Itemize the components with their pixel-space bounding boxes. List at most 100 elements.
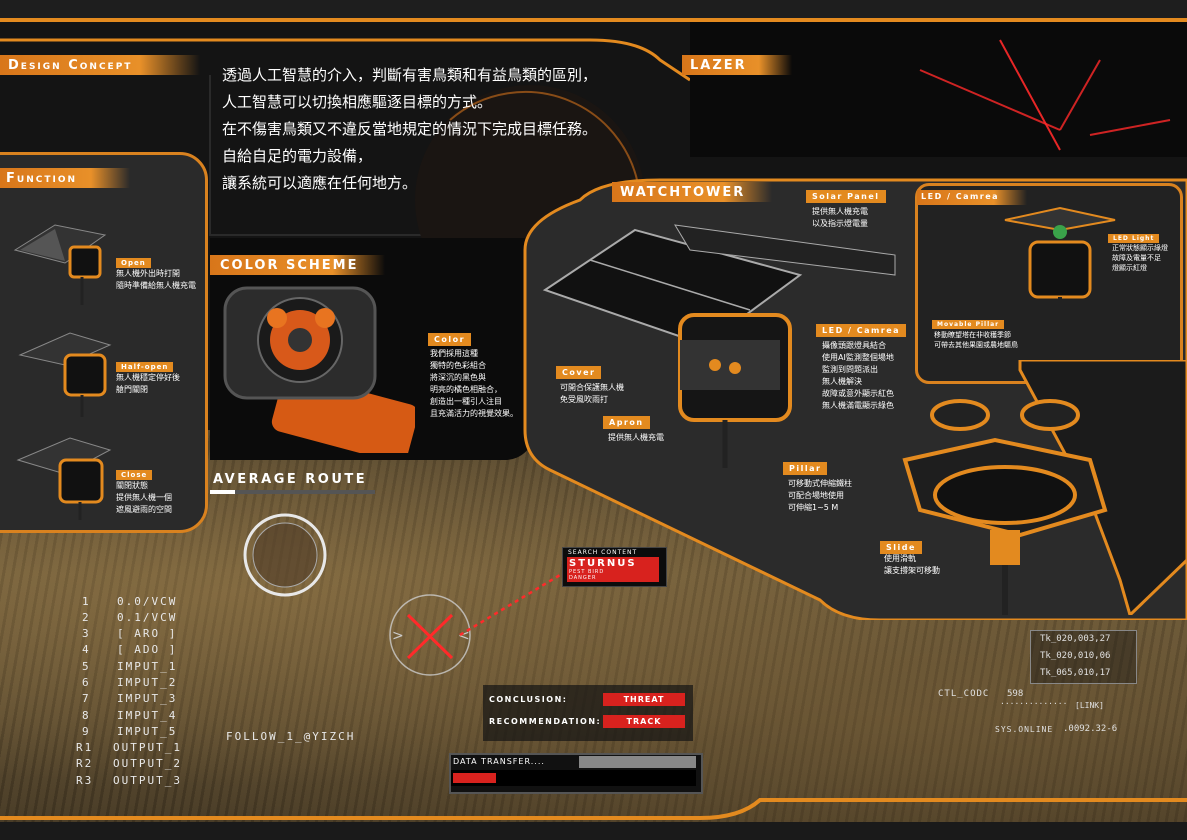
track-button[interactable]: TRACK <box>603 715 685 728</box>
watch-image <box>223 286 415 453</box>
list-num: R1 <box>76 741 94 754</box>
desc-line: 創造出一種引人注目 <box>430 397 502 406</box>
list-num: 6 <box>82 676 91 689</box>
list-text: IMPUT_1 <box>117 660 178 673</box>
list-text: 0.0/VCW <box>117 595 178 608</box>
average-route-bar-fill <box>210 490 235 494</box>
function-title: Function <box>6 171 77 186</box>
desc-line: 提供無人機充電 <box>608 433 664 442</box>
desc-line: 且充滿活力的視覺效果。 <box>430 409 518 418</box>
function-half-open-desc: 無人機穩定停好後 艙門關閉 <box>116 372 180 396</box>
link-text[interactable]: [LINK] <box>1075 701 1104 710</box>
tk-line: Tk_020,003,27 <box>1040 634 1111 644</box>
list-item: 7 IMPUT_3 <box>82 692 177 705</box>
desc-line: 隨時準備給無人機充電 <box>116 281 196 290</box>
list-text: [ ARO ] <box>117 627 178 640</box>
data-transfer-label: DATA TRANSFER.... <box>453 757 545 766</box>
list-text: [ ADO ] <box>117 643 178 656</box>
color-label: Color <box>428 333 472 346</box>
desc-line: 我們採用這種 <box>430 349 478 358</box>
desc-line: 可移動式伸縮鐵柱 <box>788 479 852 488</box>
list-num: 1 <box>82 595 91 608</box>
watchtower-closed-image <box>16 437 112 520</box>
desc-line: 關閉狀態 <box>116 481 148 490</box>
watchtower-open-image <box>13 224 107 305</box>
average-route-title: AVERAGE ROUTE <box>213 472 368 487</box>
function-open-desc: 無人機外出時打開 隨時準備給無人機充電 <box>116 268 196 292</box>
base-slide-image <box>902 360 1187 615</box>
led-light-label: LED Light <box>1108 234 1160 243</box>
desc-line: 讓支撐架可移動 <box>884 566 940 575</box>
ctl-code-value: 598 <box>1007 689 1024 699</box>
tk-line: Tk_020,010,06 <box>1040 651 1111 661</box>
desc-line: 無人機穩定停好後 <box>116 373 180 382</box>
led-camrea-label: LED / Camrea <box>816 324 907 337</box>
desc-line: 遮風避雨的空間 <box>116 505 172 514</box>
desc-line: 明亮的橘色相融合， <box>430 385 502 394</box>
solar-panel-desc: 提供無人機充電 以及指示燈電量 <box>812 206 868 230</box>
search-result <box>567 557 659 582</box>
svg-text:>: > <box>392 628 404 644</box>
color-scheme-title: COLOR SCHEME <box>220 258 359 273</box>
average-route-bar <box>210 490 375 494</box>
watchtower-half-open-image <box>18 332 112 417</box>
function-tab <box>0 168 130 188</box>
desc-line: 以及指示燈電量 <box>812 219 868 228</box>
threat-badge: THREAT <box>603 693 685 706</box>
list-item: 6 IMPUT_2 <box>82 676 177 689</box>
cover-label: Cover <box>556 366 602 379</box>
solar-panel-label: Solar Panel <box>806 190 886 203</box>
list-num: 4 <box>82 643 91 656</box>
desc-line: 燈顯示紅燈 <box>1112 264 1147 272</box>
slide-label: Slide <box>880 541 922 554</box>
list-num: 2 <box>82 611 91 624</box>
list-text: IMPUT_2 <box>117 676 178 689</box>
watchtower-title: WATCHTOWER <box>620 185 746 200</box>
apron-label: Apron <box>603 416 650 429</box>
telemetry-box <box>1030 630 1137 684</box>
list-text: OUTPUT_2 <box>113 757 182 770</box>
lazer-tab <box>682 55 792 75</box>
search-title: SEARCH CONTENT <box>568 549 638 556</box>
search-name: STURNUS <box>569 558 637 569</box>
desc-line: 免受風吹雨打 <box>560 395 608 404</box>
list-text: IMPUT_3 <box>117 692 178 705</box>
list-text: 0.1/VCW <box>117 611 178 624</box>
list-num: 8 <box>82 709 91 722</box>
ctl-dots: .............. <box>1000 697 1068 706</box>
ctl-code-label: CTL_CODC <box>938 689 990 699</box>
function-open-label: Open <box>116 258 151 268</box>
list-num: 7 <box>82 692 91 705</box>
data-transfer-fill <box>453 773 497 783</box>
desc-line: 無人機外出時打開 <box>116 269 180 278</box>
target-lens-icon <box>243 513 327 597</box>
desc-line: 提供無人機充電 <box>812 207 868 216</box>
desc-line: 獨特的色彩組合 <box>430 361 486 370</box>
watchtower-main-image <box>542 224 896 468</box>
desc-line: 移動瞭望塔在非收穫季節 <box>934 331 1011 339</box>
desc-line: 艙門關閉 <box>116 385 148 394</box>
desc-line: 可配合場地使用 <box>788 491 844 500</box>
follow-handle[interactable]: FOLLOW_1_@YIZCH <box>226 730 356 743</box>
pillar-label: Pillar <box>783 462 828 475</box>
desc-line: 正常狀態顯示綠燈 <box>1112 244 1168 252</box>
recommendation-label: RECOMMENDATION: <box>489 717 602 726</box>
list-item: 3[ ARO ] <box>82 627 177 640</box>
list-text: OUTPUT_3 <box>113 774 182 787</box>
movable-pillar-label: Movable Pillar <box>932 320 1005 329</box>
desc-line: 監測到問題派出 <box>822 365 878 374</box>
slide-desc: 使用滑軌 讓支撐架可移動 <box>884 553 940 577</box>
desc-line: 可伸縮1~5 M <box>788 503 839 512</box>
watchtower-tab <box>612 182 772 202</box>
conclusion-label: CONCLUSION: <box>489 695 568 704</box>
movable-pillar-desc: 移動瞭望塔在非收穫季節 可帶去其他果園或農地驅鳥 <box>934 330 1018 350</box>
led-inset-title: LED / Camrea <box>921 192 1000 201</box>
led-camera-image <box>1004 206 1116 365</box>
crosshair-icon: > < <box>389 594 471 676</box>
concept-line: 透過人工智慧的介入，判斷有害鳥類和有益鳥類的區別， <box>222 66 598 84</box>
list-num: 9 <box>82 725 91 738</box>
desc-line: 可開合保護無人機 <box>560 383 624 392</box>
